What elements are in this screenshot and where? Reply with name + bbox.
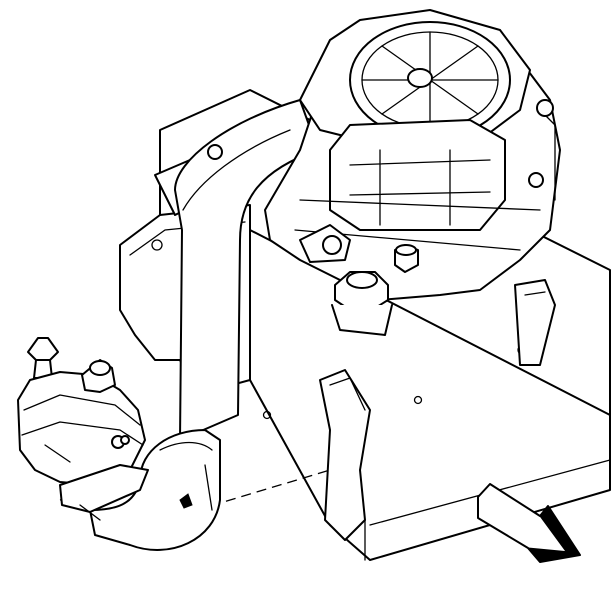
mounting-bolt (331, 244, 419, 336)
air-pump (207, 9, 561, 301)
check-valve (17, 337, 149, 521)
orientation-arrow (477, 483, 581, 563)
outlet-hose (89, 99, 319, 551)
